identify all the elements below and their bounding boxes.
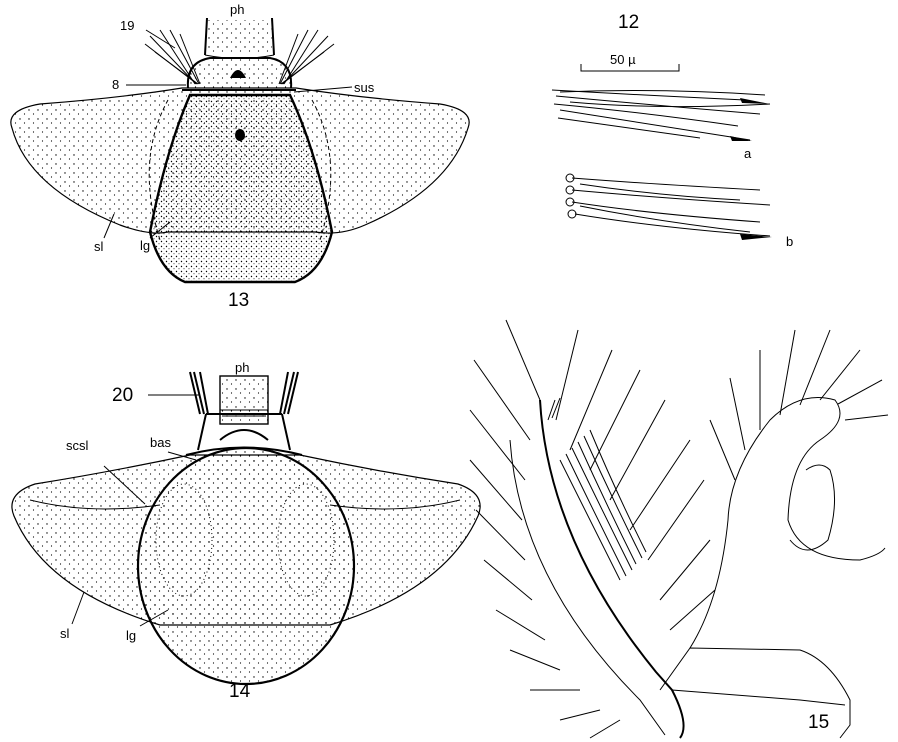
fig14-ligula [138, 448, 354, 684]
fig12-scale-label: 50 µ [610, 52, 636, 67]
fig15-hook-outer [690, 398, 885, 649]
fig14-label-20: 20 [112, 385, 133, 406]
figure-15: 15 [470, 320, 888, 738]
fig13-label-sl: sl [94, 239, 104, 254]
fig14-label-ph: ph [235, 360, 249, 375]
fig12-label-b: b [786, 234, 793, 249]
fig13-label-ph: ph [230, 2, 244, 17]
fig13-label-sus: sus [354, 80, 375, 95]
fig15-hair-shading [548, 398, 646, 580]
fig15-outer-setae [470, 320, 715, 738]
fig15-hook-setae [710, 330, 888, 480]
fig13-pore [235, 129, 245, 141]
fig12-bristles-b [566, 174, 772, 240]
fig14-pharynx [220, 376, 268, 424]
fig15-palp-inner [510, 440, 665, 735]
fig12-bristles-a [552, 90, 770, 141]
fig13-leader-19 [146, 30, 175, 48]
fig13-label-19: 19 [120, 18, 134, 33]
fig14-label-lg: lg [126, 628, 136, 643]
fig13-label-8: 8 [112, 77, 119, 92]
figure-12: 12 50 µ a [552, 12, 793, 249]
fig14-number: 14 [229, 681, 251, 702]
fig14-label-sl: sl [60, 626, 70, 641]
fig14-label-scsl: scsl [66, 438, 89, 453]
fig12-number: 12 [618, 12, 639, 33]
fig12-label-a: a [744, 146, 752, 161]
fig15-number: 15 [808, 712, 829, 733]
fig13-pharynx-stipple [207, 20, 272, 55]
figure-14: ph 20 bas scsl sl lg 14 [12, 360, 480, 702]
fig13-number: 13 [228, 290, 249, 311]
fig14-label-bas: bas [150, 435, 171, 450]
figure-13: ph 19 8 sus sl lg 13 [11, 2, 469, 311]
fig14-leader-sl [72, 592, 84, 624]
fig13-label-lg: lg [140, 238, 150, 253]
